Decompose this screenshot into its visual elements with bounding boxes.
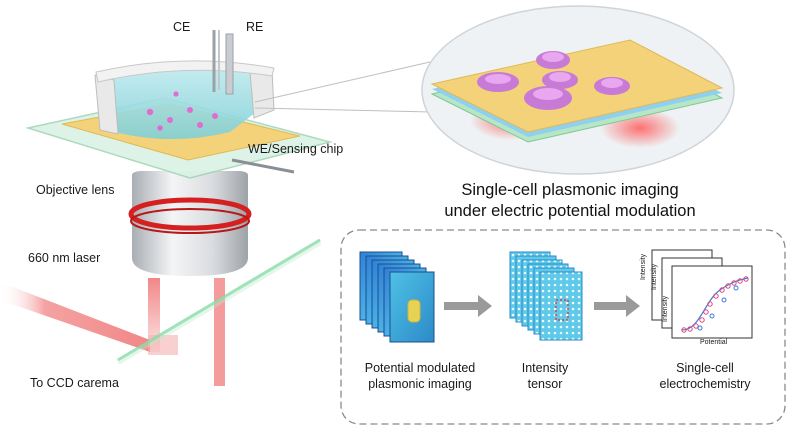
reflected-beam	[116, 238, 322, 365]
step2-caption: Intensity tensor	[500, 360, 590, 392]
step2-caption-line1: Intensity	[521, 361, 569, 375]
figure-heading-line1: Single-cell plasmonic imaging	[461, 181, 679, 199]
reference-electrode	[225, 33, 234, 95]
step1-caption: Potential modulated plasmonic imaging	[345, 360, 495, 392]
cell-shapes	[477, 51, 630, 110]
objective-lens	[128, 171, 252, 276]
step1-caption-line1: Potential modulated	[364, 361, 476, 375]
ccd-label: To CCD carema	[30, 376, 119, 390]
plot-ylabel: Intensity	[640, 253, 647, 280]
figure-heading-line2: under electric potential modulation	[444, 202, 696, 220]
electrochemistry-plots	[651, 249, 753, 339]
plasmonic-image-stack	[359, 251, 435, 343]
step1-caption-line2: plasmonic imaging	[368, 377, 472, 391]
we-label: WE/Sensing chip	[248, 142, 344, 156]
counter-electrode	[212, 30, 220, 92]
intensity-tensor-stack	[509, 251, 583, 341]
objective-label: Objective lens	[36, 183, 115, 197]
laser-label: 660 nm laser	[28, 251, 101, 265]
plot-ylabel-2: Intensity	[651, 263, 658, 290]
arrow-right-icon	[444, 295, 492, 317]
re-label: RE	[246, 20, 264, 34]
plot-ylabel-3: Intensity	[662, 295, 669, 322]
plot-xlabel: Potential	[700, 339, 728, 346]
workflow-panel	[340, 229, 786, 425]
step3-caption-line2: electrochemistry	[659, 377, 751, 391]
arrow-right-icon	[594, 295, 640, 317]
we-wire	[231, 158, 295, 174]
step3-caption: Single-cell electrochemistry	[640, 360, 770, 392]
step2-caption-line2: tensor	[527, 377, 563, 391]
ce-label: CE	[173, 20, 191, 34]
zoom-inset	[421, 5, 735, 175]
zoom-lines	[254, 61, 433, 113]
laser-beam	[0, 278, 225, 386]
step3-caption-line1: Single-cell	[676, 361, 734, 375]
